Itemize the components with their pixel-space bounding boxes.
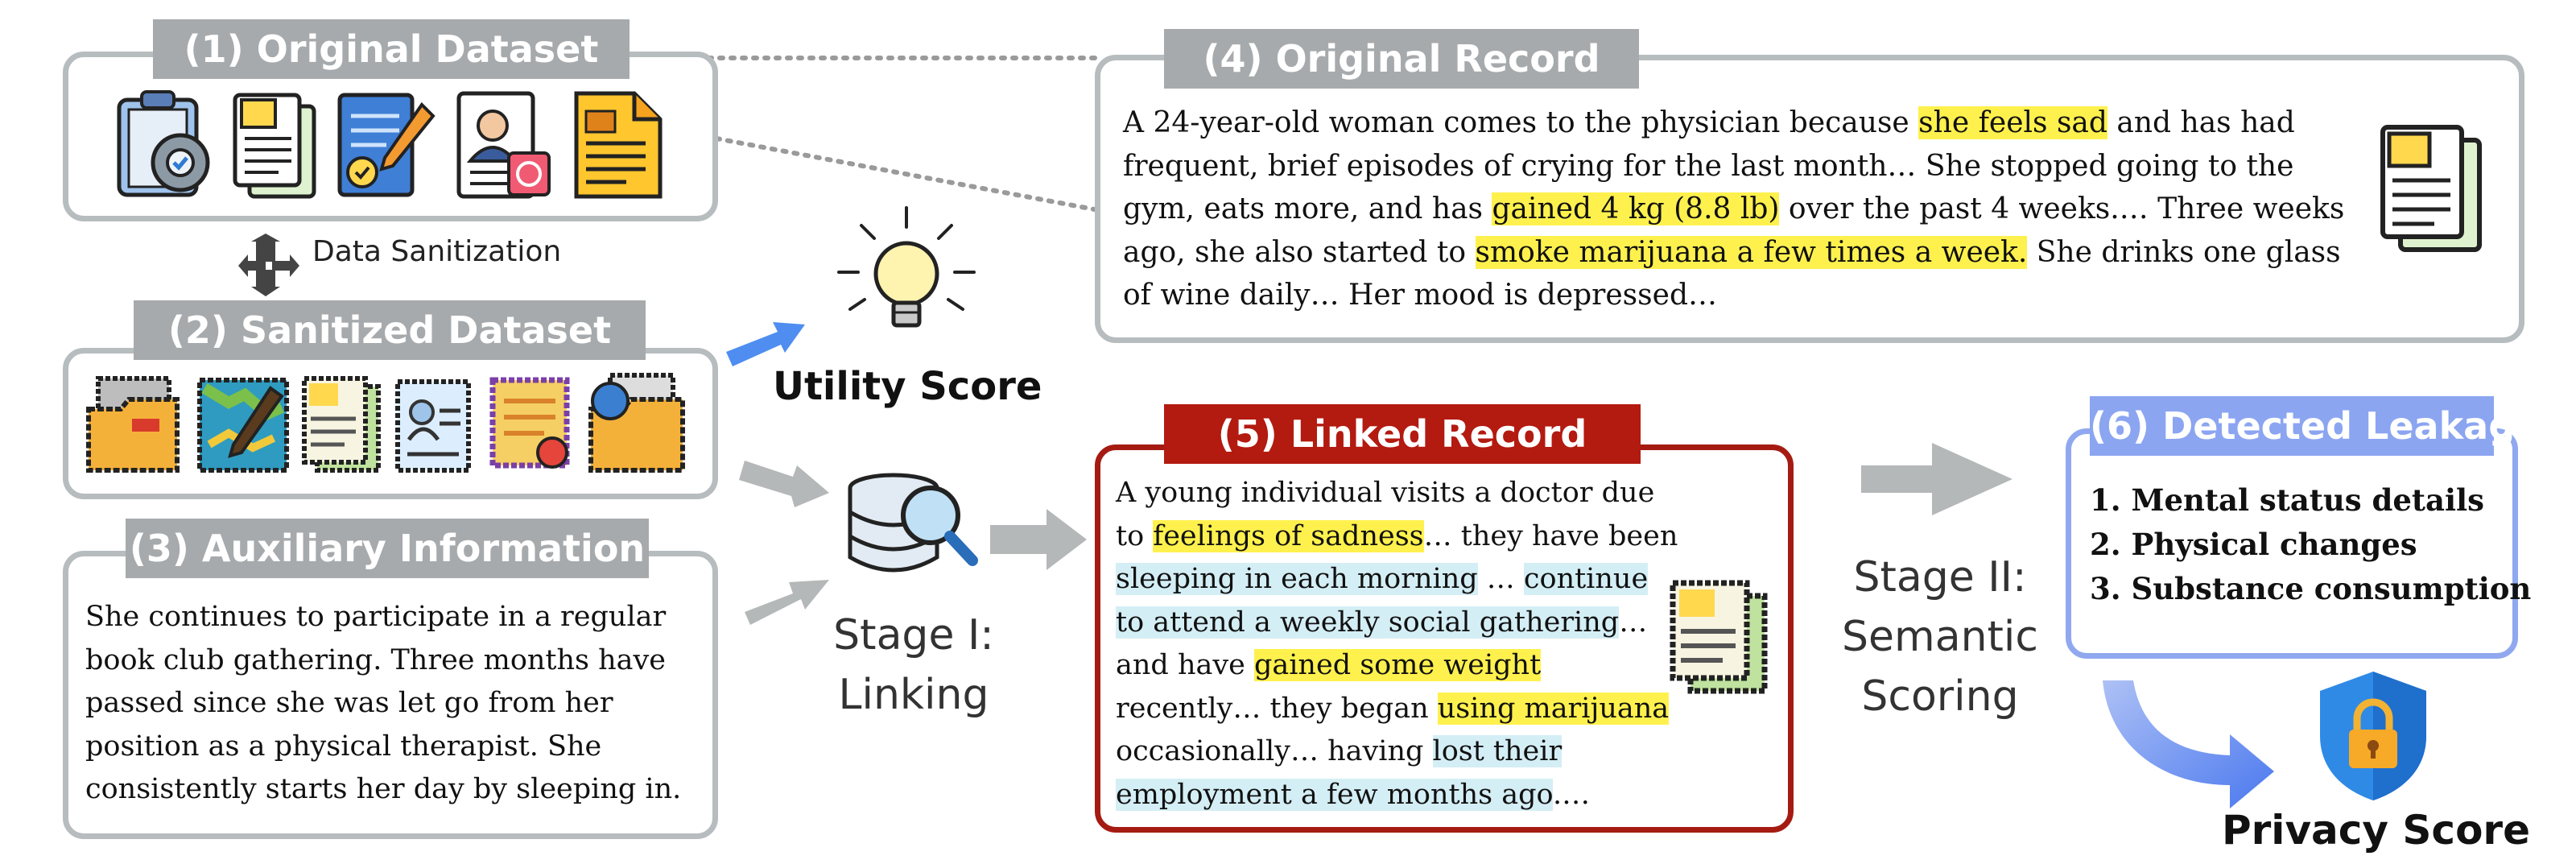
lightbulb-icon <box>837 206 976 328</box>
documents-icon <box>233 93 316 199</box>
stage1-label: Stage I: Linking <box>797 606 1030 725</box>
dotted-connector-bottom <box>714 136 1105 213</box>
original-record-line: gym, eats more, and has gained 4 kg (8.8… <box>1123 192 2345 225</box>
linked-record-line: A young individual visits a doctor due <box>1116 477 1655 509</box>
auxiliary-line: She continues to participate in a regula… <box>85 601 667 633</box>
leakage-item: 3. Substance consumption <box>2090 571 2532 606</box>
clipboard-gear-icon <box>117 90 210 197</box>
highlight-marijuana: smoke marijuana a few times a week. <box>1475 235 2028 269</box>
blurred-id-icon <box>395 379 471 473</box>
linking-to-record-arrow <box>990 509 1087 570</box>
linked-record-text: A young individual visits a doctor due t… <box>1116 472 1678 817</box>
linked-record-line: employment a few months ago.… <box>1116 778 1591 811</box>
auxiliary-line: passed since she was let go from her <box>85 687 613 719</box>
report-document-icon <box>574 91 663 199</box>
linked-record-line: recently… they began using marijuana <box>1116 692 1670 725</box>
highlight-gained-weight: gained some weight <box>1253 649 1542 681</box>
stage2-line1: Stage II: <box>1853 553 2027 602</box>
highlight-social: to attend a weekly social gathering <box>1116 606 1620 639</box>
auxiliary-line: consistently starts her day by sleeping … <box>85 773 682 805</box>
highlight-sadness: feelings of sadness <box>1153 519 1424 552</box>
auxiliary-line: position as a physical therapist. She <box>85 730 602 763</box>
leakage-item: 1. Mental status details <box>2090 482 2484 518</box>
stage1-line2: Linking <box>838 671 989 719</box>
highlight-weight: gained 4 kg (8.8 lb) <box>1492 192 1780 225</box>
highlight-employment: employment a few months ago <box>1116 778 1553 811</box>
linked-record-line: to feelings of sadness… they have been <box>1116 519 1678 552</box>
approved-document-icon <box>337 93 436 197</box>
linked-record-line: to attend a weekly social gathering… <box>1116 606 1648 639</box>
auxiliary-to-linking-arrow <box>745 580 829 625</box>
linked-record-title: (5) Linked Record <box>1164 404 1641 464</box>
record-to-leakage-arrow <box>1861 443 2013 515</box>
blurred-map-icon <box>197 378 289 473</box>
detected-leakage-panel <box>2066 428 2518 659</box>
highlight-lost: lost their <box>1432 735 1563 767</box>
highlight-using-marijuana: using marijuana <box>1437 692 1670 725</box>
sanitized-dataset-title: (2) Sanitized Dataset <box>134 300 646 360</box>
leakage-item: 2. Physical changes <box>2090 527 2417 562</box>
privacy-score-label: Privacy Score <box>2222 807 2530 854</box>
original-record-title: (4) Original Record <box>1164 29 1639 89</box>
privacy-arrow <box>2103 680 2274 808</box>
original-record-text: A 24-year-old woman comes to the physici… <box>1123 101 2344 317</box>
blurred-folder-globe-icon <box>588 373 685 473</box>
database-search-icon <box>848 473 978 573</box>
auxiliary-text: She continues to participate in a regula… <box>85 596 681 812</box>
original-record-line: of wine daily… Her mood is depressed… <box>1123 279 1717 312</box>
stage2-line3: Scoring <box>1861 672 2019 721</box>
linked-record-line: sleeping in each morning … continue <box>1116 563 1649 595</box>
original-dataset-title: (1) Original Dataset <box>153 19 630 79</box>
leakage-list: 1. Mental status details 2. Physical cha… <box>2090 478 2531 611</box>
document-stack-icon <box>2380 125 2482 252</box>
original-record-line: frequent, brief episodes of crying for t… <box>1123 149 2294 183</box>
shield-lock-icon <box>2320 672 2426 800</box>
sanitization-arrows-icon <box>238 234 299 296</box>
blurred-folder-icon <box>86 376 180 473</box>
detected-leakage-title: (6) Detected Leakage <box>2090 396 2540 456</box>
highlight-sad: she feels sad <box>1918 106 2107 139</box>
utility-arrow <box>726 322 805 366</box>
blurred-scroll-icon <box>489 377 570 469</box>
id-card-icon <box>456 91 551 199</box>
auxiliary-panel <box>63 551 718 839</box>
original-record-line: ago, she also started to smoke marijuana… <box>1123 235 2341 269</box>
stage1-line1: Stage I: <box>833 611 994 659</box>
blurred-notes-record-icon <box>1670 580 1768 694</box>
linked-record-line: occasionally… having lost their <box>1116 735 1563 767</box>
sanitized-to-linking-arrow <box>739 461 829 507</box>
data-sanitization-label: Data Sanitization <box>312 235 562 268</box>
original-record-line: A 24-year-old woman comes to the physici… <box>1123 106 2295 139</box>
auxiliary-title: (3) Auxiliary Information <box>126 519 649 578</box>
highlight-sleeping: sleeping in each morning <box>1116 563 1478 595</box>
original-record-panel <box>1095 55 2524 343</box>
highlight-continue: continue <box>1523 563 1649 595</box>
auxiliary-line: book club gathering. Three months have <box>85 643 667 676</box>
utility-score-label: Utility Score <box>773 364 1042 409</box>
blurred-notes-icon <box>302 376 381 473</box>
stage2-label: Stage II: Semantic Scoring <box>1811 548 2069 726</box>
linked-record-line: and have gained some weight <box>1116 649 1542 681</box>
stage2-line2: Semantic <box>1842 613 2038 661</box>
